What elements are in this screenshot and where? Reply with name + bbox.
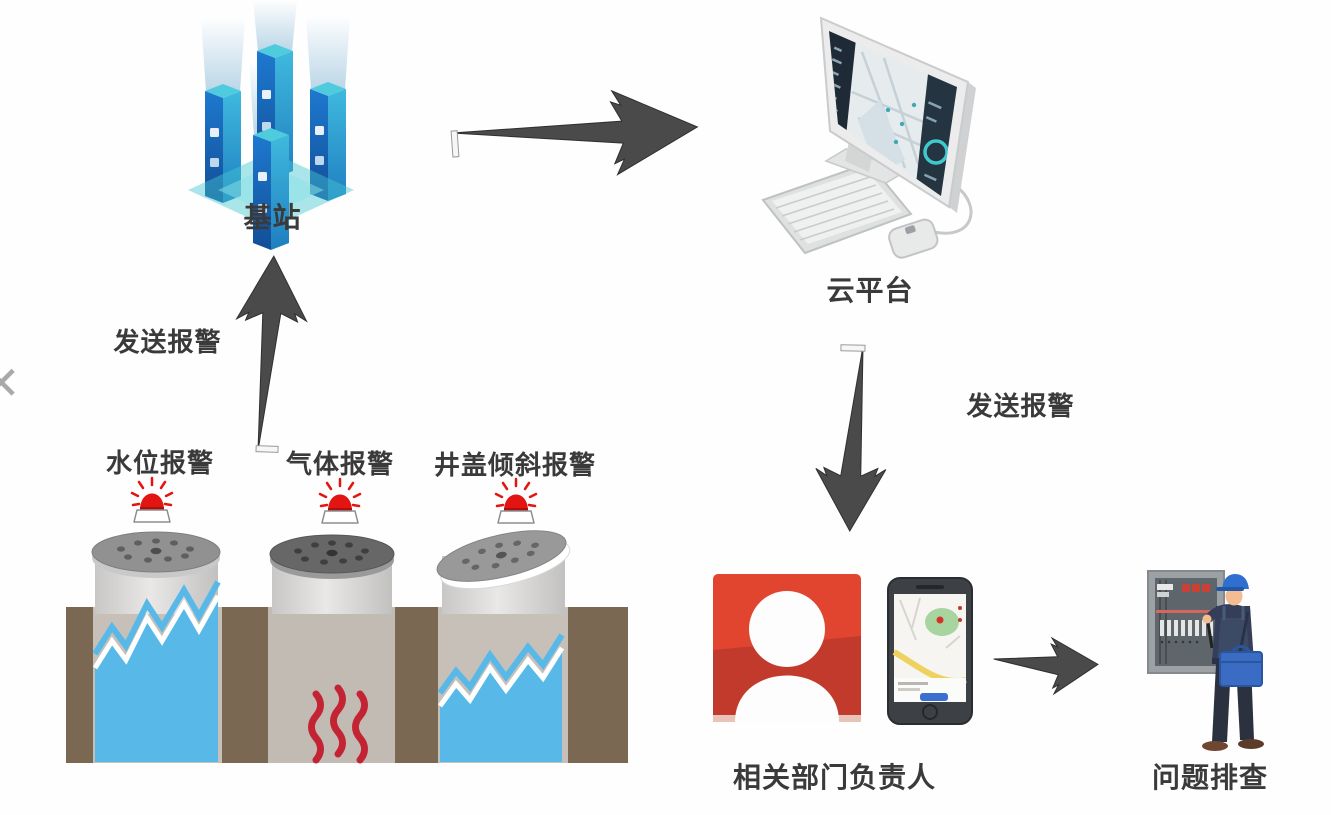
cabinet-switch-row (1160, 620, 1213, 636)
label-cover-tilt-alarm: 井盖倾斜报警 (433, 450, 596, 480)
gas-fumes-icon (308, 684, 368, 764)
tilted-cover (436, 530, 571, 590)
label-cloud-platform: 云平台 (826, 275, 914, 306)
tower-right (310, 82, 346, 201)
smartphone-icon (887, 577, 973, 725)
label-gas-alarm: 气体报警 (285, 449, 394, 479)
toolbox-icon (1219, 645, 1263, 687)
manhole-water-level (91, 531, 221, 762)
label-send-alarm-up: 发送报警 (113, 327, 222, 357)
tower-front (253, 128, 289, 250)
manhole-cover-tilt (436, 530, 571, 762)
label-department-head: 相关部门负责人 (732, 762, 936, 793)
worker-icon (1202, 574, 1264, 751)
label-send-alarm-down: 发送报警 (966, 391, 1075, 421)
arrow-department-to-troubleshoot (993, 636, 1099, 696)
arrow-manholes-to-base (235, 255, 308, 453)
keyboard-icon (761, 161, 913, 255)
siren-icon-tilt (494, 477, 538, 525)
manhole-cover-holes (117, 538, 194, 563)
edge-artifact-glyph: ✕ (0, 357, 21, 409)
tower-left (205, 84, 241, 203)
manhole-scene (66, 476, 628, 764)
arrow-cloud-to-department (815, 344, 887, 532)
contact-card-icon (713, 574, 861, 722)
server-towers-icon (188, 0, 354, 250)
label-water-level-alarm: 水位报警 (105, 448, 214, 478)
contact-shoulders (735, 675, 839, 722)
label-base-station: 基站 (243, 202, 302, 233)
arrow-base-to-cloud (450, 89, 699, 176)
label-troubleshooting: 问题排查 (1151, 762, 1268, 793)
siren-icon-gas (318, 477, 362, 525)
phone-map (892, 597, 967, 702)
manhole-gas (269, 534, 395, 764)
mouse-icon (888, 218, 939, 259)
hard-hat-icon (1222, 574, 1249, 589)
contact-head (749, 591, 825, 667)
desktop-computer-icon (761, 16, 976, 259)
siren-icon-water (130, 476, 174, 524)
